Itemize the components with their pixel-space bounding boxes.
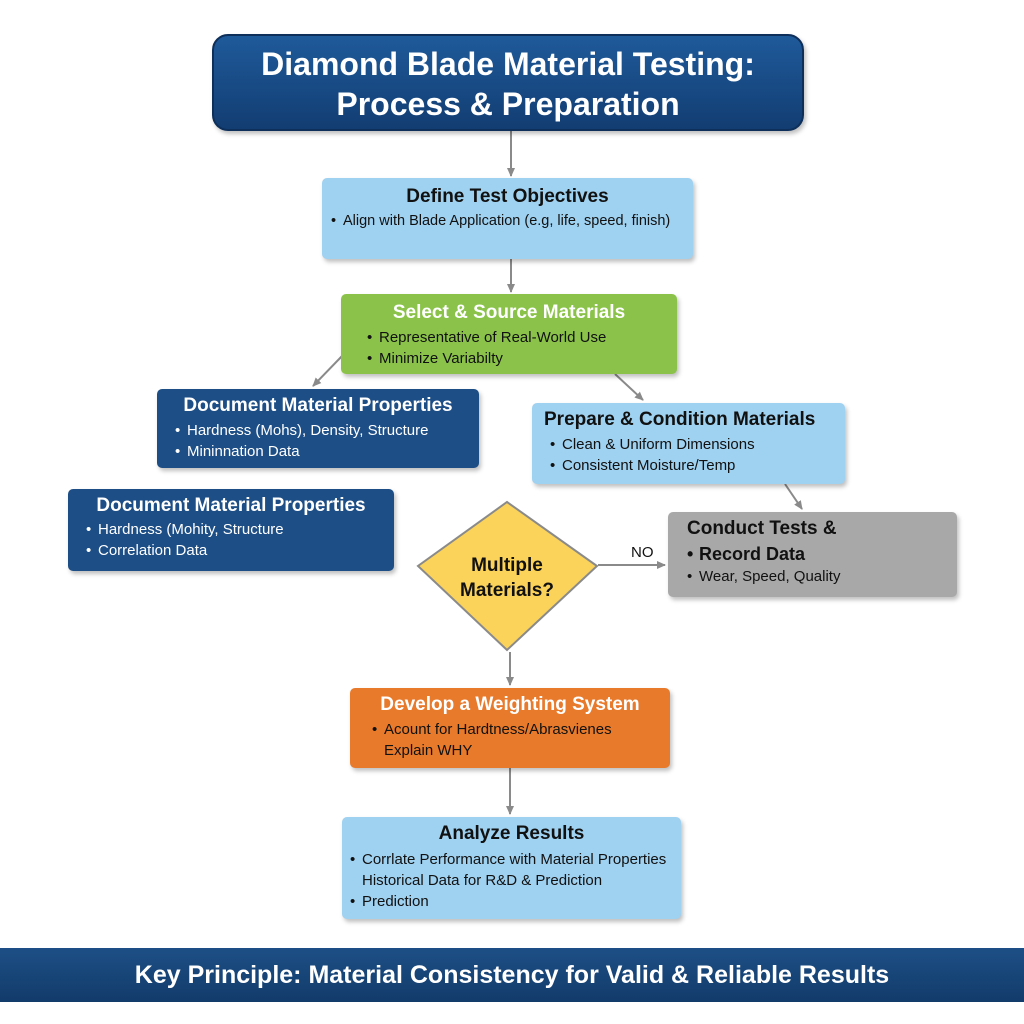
node-bullet: Prediction [350, 891, 666, 912]
node-bullet: Correlation Data [86, 540, 284, 561]
title-line-2: Process & Preparation [336, 86, 680, 122]
node-bullet: Minimize Variabilty [367, 348, 606, 369]
node-bullet: Mininnation Data [175, 441, 428, 462]
node-bullet: Acount for Hardtness/Abrasvienes [372, 719, 612, 740]
node-bullet: Explain WHY [384, 742, 473, 759]
arrow-prepare-to-conduct [784, 483, 803, 510]
node-bullet: Clean & Uniform Dimensions [550, 434, 755, 455]
node-heading: Document Material Properties [183, 395, 453, 416]
node-bullet: Representative of Real-World Use [367, 327, 606, 348]
no-branch-label: NO [631, 544, 654, 561]
node-heading: Conduct Tests & [687, 518, 837, 539]
node-document-material-properties-1: Document Material Properties Hardness (M… [157, 389, 479, 468]
node-heading: Analyze Results [438, 823, 585, 844]
node-bullet: Hardness (Mohs), Density, Structure [175, 420, 428, 441]
node-heading: Select & Source Materials [392, 302, 626, 323]
key-principle-footer: Key Principle: Material Consistency for … [0, 948, 1024, 1002]
arrow-select-to-prepare [614, 373, 644, 401]
node-bullet: Historical Data for R&D & Prediction [362, 872, 603, 889]
node-bullet: Consistent Moisture/Temp [550, 455, 755, 476]
node-heading: Develop a Weighting System [380, 694, 640, 715]
node-select-source-materials: Select & Source Materials Representative… [341, 294, 677, 374]
node-bullet: Wear, Speed, Quality [687, 566, 840, 587]
node-conduct-tests: Conduct Tests & Record Data Wear, Speed,… [668, 512, 957, 597]
decision-label: Multiple Materials? [430, 553, 584, 603]
node-heading: Define Test Objectives [406, 186, 609, 207]
node-analyze-results: Analyze Results Corrlate Performance wit… [342, 817, 681, 919]
node-bullet: Align with Blade Application (e.g, life,… [331, 211, 670, 232]
title-line-1: Diamond Blade Material Testing: [261, 46, 755, 82]
node-bullet: Hardness (Mohity, Structure [86, 519, 284, 540]
decision-line-2: Materials? [460, 580, 554, 601]
node-heading: Document Material Properties [96, 495, 366, 516]
arrow-select-to-document [312, 354, 344, 387]
decision-line-1: Multiple [471, 555, 543, 576]
node-prepare-condition-materials: Prepare & Condition Materials Clean & Un… [532, 403, 845, 484]
diagram-title: Diamond Blade Material Testing: Process … [212, 34, 804, 131]
node-document-material-properties-2: Document Material Properties Hardness (M… [68, 489, 394, 571]
node-bullet: Record Data [687, 542, 840, 566]
node-bullet: Corrlate Performance with Material Prope… [350, 849, 666, 870]
node-define-test-objectives: Define Test Objectives Align with Blade … [322, 178, 693, 259]
node-heading: Prepare & Condition Materials [544, 409, 816, 430]
node-develop-weighting-system: Develop a Weighting System Acount for Ha… [350, 688, 670, 768]
decision-diamond [416, 500, 599, 652]
